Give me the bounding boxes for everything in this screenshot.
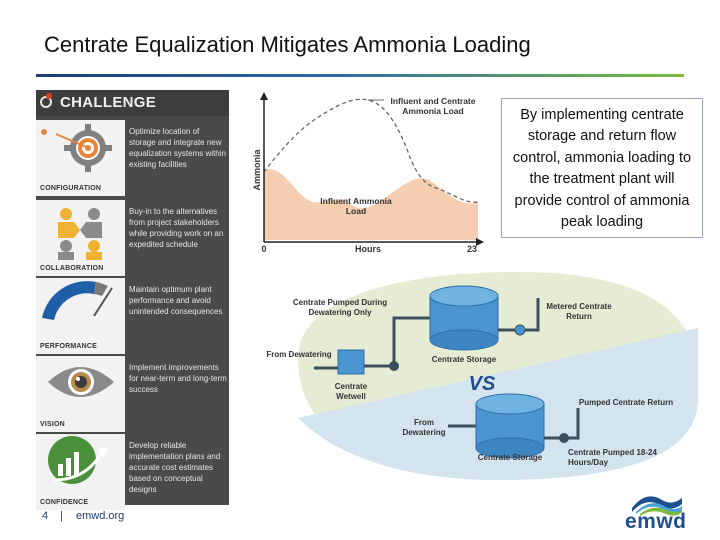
combined-load-label: Influent and Centrate Ammonia Load [390, 96, 476, 116]
label-metered-return: Metered Centrate Return [546, 302, 612, 321]
y-axis-label: Ammonia [252, 149, 262, 191]
pumped-return-pipe [544, 408, 580, 440]
influent-load-label-box: Influent Ammonia Load [320, 196, 392, 216]
label-pumped-return-box: Pumped Centrate Return [578, 398, 674, 407]
challenge-tile: PERFORMANCE [36, 278, 125, 354]
lower-pump-icon [559, 433, 569, 443]
challenge-item-desc: Implement improvements for near-term and… [129, 363, 227, 394]
challenge-panel: CHALLENGE CONFIGURATION Optimize locatio… [36, 90, 229, 510]
challenge-item-name: CONFIGURATION [40, 185, 102, 192]
label-from-dewatering-bottom: From Dewatering [402, 418, 446, 437]
label-pumped-return: Pumped Centrate Return [578, 398, 674, 407]
challenge-item-performance: PERFORMANCE Maintain optimum plant perfo… [36, 278, 229, 356]
label-from-dewatering-bottom-box: From Dewatering [402, 418, 446, 437]
challenge-item-desc: Develop reliable implementation plans an… [129, 441, 221, 494]
label-pumped-hours-box: Centrate Pumped 18-24 Hours/Day [568, 448, 657, 467]
influent-load-area [264, 169, 478, 240]
challenge-item-name: CONFIDENCE [40, 499, 89, 506]
label-pumped-dewatering: Centrate Pumped During Dewatering Only [292, 298, 388, 317]
x-axis-arrow [476, 238, 484, 246]
label-centrate-storage-top: Centrate Storage [432, 355, 497, 364]
challenge-icon [40, 93, 52, 108]
storage-tank-top-base [429, 329, 499, 351]
label-pumped-dewatering-box: Centrate Pumped During Dewatering Only [292, 298, 388, 317]
ammonia-load-chart: Ammonia 0 Hours 23 Influent and Centrate… [252, 92, 484, 254]
pump-icon [389, 361, 399, 371]
challenge-item-collaboration: COLLABORATION Buy-in to the alternatives… [36, 200, 229, 278]
challenge-header-label: CHALLENGE [60, 94, 157, 111]
wetwell-tank [337, 349, 365, 375]
challenge-tile: CONFIDENCE [36, 434, 125, 510]
challenge-item-desc: Optimize location of storage and integra… [129, 127, 226, 169]
slide-title: Centrate Equalization Mitigates Ammonia … [44, 32, 531, 57]
challenge-item-configuration: CONFIGURATION Optimize location of stora… [36, 120, 229, 198]
challenge-item-desc: Maintain optimum plant performance and a… [129, 285, 223, 316]
y-axis-arrow [260, 92, 268, 100]
emwd-logo-text: emwd [625, 510, 687, 533]
gauge-icon [42, 281, 113, 320]
footer-url[interactable]: emwd.org [76, 510, 125, 522]
challenge-item-desc: Buy-in to the alternatives from project … [129, 207, 224, 249]
storage-tank-bottom-base [475, 437, 545, 459]
label-centrate-wetwell: Centrate Wetwell [334, 382, 368, 401]
label-metered-return-box: Metered Centrate Return [546, 302, 612, 321]
callout-box: By implementing centrate storage and ret… [501, 98, 703, 238]
growth-chart-icon [48, 436, 108, 484]
footer-separator: | [60, 510, 63, 522]
storage-tank-bottom-lid [475, 393, 545, 415]
metered-return-pipe [498, 298, 540, 332]
x-tick-end: 23 [467, 244, 477, 254]
challenge-item-name: COLLABORATION [40, 265, 104, 272]
emwd-logo-icon [632, 496, 682, 516]
meter-icon [514, 324, 526, 336]
challenge-tile: COLLABORATION [36, 200, 125, 276]
challenge-item-name: VISION [40, 421, 65, 428]
gear-target-icon [41, 124, 112, 172]
storage-comparison-diagram: VS Centrate Pumped During Dewatering Onl… [266, 272, 698, 480]
puzzle-people-icon [58, 208, 102, 260]
label-from-dewatering-top: From Dewatering [266, 350, 332, 359]
combined-load-line [263, 98, 479, 203]
challenge-item-name: PERFORMANCE [40, 343, 98, 350]
label-centrate-wetwell-box: Centrate Wetwell [334, 382, 368, 401]
x-axis-label: Hours [355, 244, 381, 254]
vs-label: VS [469, 373, 496, 395]
label-centrate-storage-bottom: Centrate Storage [478, 453, 543, 462]
challenge-item-confidence: CONFIDENCE Develop reliable implementati… [36, 434, 229, 512]
combined-load-label-box: Influent and Centrate Ammonia Load [390, 96, 476, 116]
title-underline [36, 74, 684, 77]
label-from-dewatering-top-box: From Dewatering [266, 350, 332, 359]
page-number: 4 [42, 510, 49, 522]
challenge-tile: VISION [36, 356, 125, 432]
label-pumped-hours: Centrate Pumped 18-24 Hours/Day [568, 448, 657, 467]
x-tick-start: 0 [261, 244, 266, 254]
challenge-tile: CONFIGURATION [36, 120, 125, 196]
challenge-header: CHALLENGE [36, 90, 229, 116]
storage-tank-top-lid [429, 285, 499, 307]
influent-load-label: Influent Ammonia Load [320, 196, 392, 216]
eye-icon [48, 367, 114, 397]
challenge-item-vision: VISION Implement improvements for near-t… [36, 356, 229, 434]
